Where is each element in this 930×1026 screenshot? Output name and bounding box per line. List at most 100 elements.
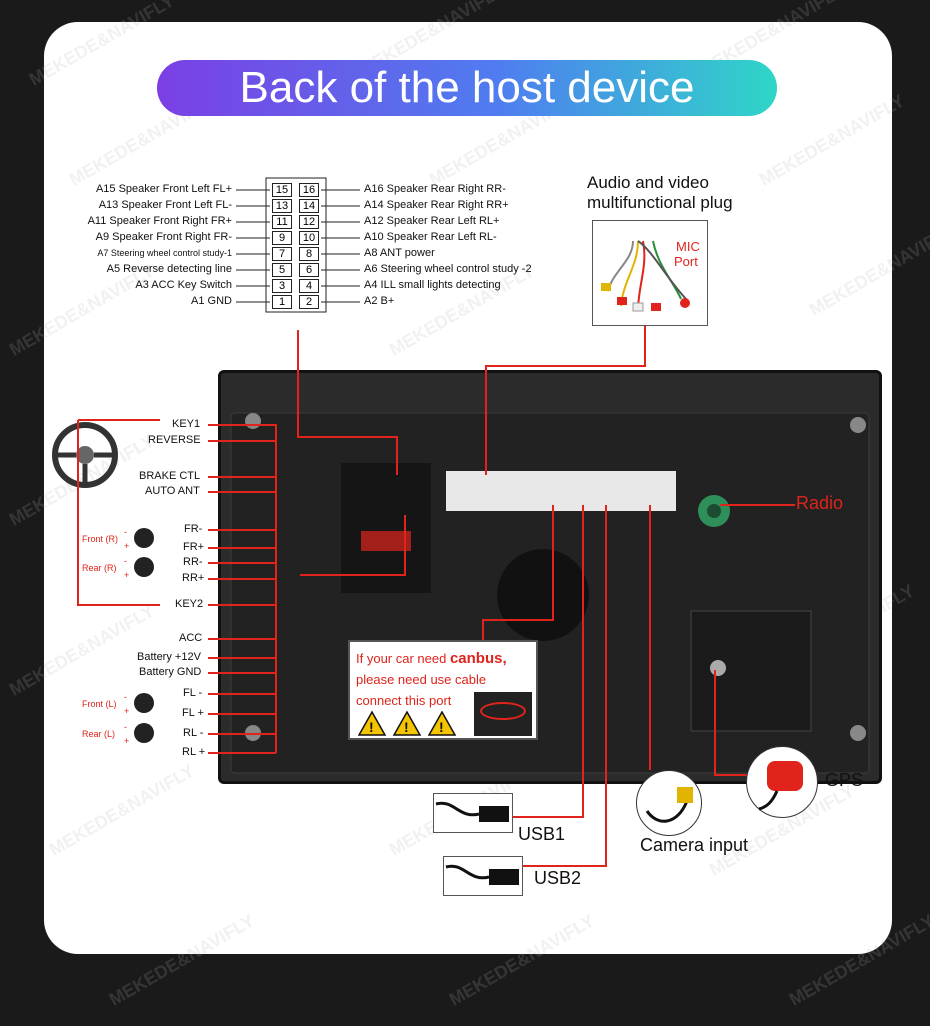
pin-box: 16: [299, 183, 319, 197]
pin-code: A10: [364, 231, 384, 243]
pin-label: ANT power: [379, 247, 435, 259]
harness-right-label: A6 Steering wheel control study -2: [364, 263, 532, 276]
pin-box: 7: [272, 247, 292, 261]
pin-code: A2: [364, 295, 378, 307]
usb1-icon: [435, 801, 509, 822]
pin-label: Speaker Front Left FL-: [121, 199, 232, 211]
wire-label-fr_minus: FR-: [184, 523, 203, 535]
speaker-icon: [134, 557, 154, 577]
pin-label: Speaker Rear Left RL+: [386, 215, 500, 227]
speaker-label-front_l: Front (L): [82, 699, 117, 709]
harness-left-label: A9 Speaker Front Right FR-: [96, 231, 232, 244]
wire-label-fl_minus: FL -: [183, 687, 203, 699]
harness-right-label: A2 B+: [364, 295, 394, 308]
harness-left-label: A7 Steering wheel control study-1: [97, 247, 232, 260]
pin-label: Speaker Front Left FL+: [118, 183, 232, 195]
harness-left-label: A3 ACC Key Switch: [135, 279, 232, 292]
pin-code: A15: [95, 183, 116, 195]
av-cable-icon: [601, 240, 690, 312]
usb2-label: USB2: [534, 868, 582, 888]
pin-label: ILL small lights detecting: [380, 279, 501, 291]
harness-leader-lines: [236, 177, 360, 313]
pin-code: A3: [135, 279, 149, 291]
wire-label-key1: KEY1: [172, 418, 201, 430]
wire-label-reverse: REVERSE: [148, 434, 201, 446]
wire-label-auto_ant: AUTO ANT: [145, 485, 200, 497]
pin-code: A7: [97, 248, 109, 258]
speaker-minus: -: [124, 722, 127, 732]
pin-label: Steering wheel control study -2: [380, 263, 532, 275]
pin-code: A5: [106, 263, 121, 275]
speaker-icon: [134, 723, 154, 743]
canbus-bold: canbus,: [449, 650, 507, 667]
page-title: Back of the host device: [157, 60, 777, 116]
pin-code: A16: [364, 183, 384, 195]
svg-text:!: !: [404, 719, 409, 735]
pin-box: 8: [299, 247, 319, 261]
camera-label: Camera input: [640, 835, 749, 855]
speaker-label-rear_r: Rear (R): [82, 563, 117, 573]
speaker-label-rear_l: Rear (L): [82, 729, 116, 739]
pin-box: 11: [272, 215, 292, 229]
speaker-icon: [134, 693, 154, 713]
harness-left-label: A13 Speaker Front Left FL-: [99, 199, 232, 212]
pin-label: Speaker Rear Right RR-: [386, 183, 506, 195]
wire-label-rr_minus: RR-: [183, 556, 203, 568]
harness-right-label: A12 Speaker Rear Left RL+: [364, 215, 499, 228]
pin-code: A1: [191, 295, 205, 307]
harness-right-label: A4 ILL small lights detecting: [364, 279, 501, 292]
wire-label-battery12: Battery +12V: [137, 651, 201, 663]
wire-label-rl_minus: RL -: [183, 727, 204, 739]
pin-box: 6: [299, 263, 319, 277]
pin-code: A9: [95, 231, 110, 243]
harness-left-label: A5 Reverse detecting line: [107, 263, 232, 276]
pin-label: B+: [380, 295, 395, 307]
pin-box: 12: [299, 215, 319, 229]
pin-code: A13: [98, 199, 119, 211]
pin-label: ACC Key Switch: [151, 279, 232, 291]
harness-left-label: A1 GND: [191, 295, 232, 308]
svg-text:!: !: [439, 719, 444, 735]
camera-image: [636, 770, 702, 836]
gps-antenna-icon: [758, 761, 803, 811]
gps-image: [746, 746, 818, 818]
radio-label: Radio: [796, 493, 844, 513]
usb2-icon: [445, 864, 519, 885]
pin-label: Speaker Rear Left RL-: [386, 231, 497, 243]
harness-left-label: A11 Speaker Front Right FR+: [88, 215, 232, 228]
mic-label-2: Port: [674, 254, 698, 269]
pin-box: 2: [299, 295, 319, 309]
speaker-minus: -: [124, 692, 127, 702]
av-plug-label-1: Audio and video: [587, 173, 709, 192]
wire-label-rr_plus: RR+: [182, 572, 205, 584]
canbus-line2: please need use cable: [356, 672, 487, 687]
wire-label-brake: BRAKE CTL: [139, 470, 201, 482]
pin-code: A8: [364, 247, 378, 259]
mic-label-1: MIC: [676, 239, 700, 254]
wire-label-battery_gnd: Battery GND: [139, 666, 202, 678]
pin-box: 9: [272, 231, 292, 245]
speaker-minus: -: [124, 556, 127, 566]
pin-label: Steering wheel control study-1: [110, 248, 232, 258]
pin-box: 4: [299, 279, 319, 293]
pin-label: Speaker Front Right FR+: [109, 215, 232, 227]
canbus-line3: connect this port: [356, 693, 452, 708]
pin-box: 13: [272, 199, 292, 213]
svg-text:!: !: [369, 719, 374, 735]
canbus-line1: If your car need: [356, 651, 450, 666]
speaker-plus: +: [124, 541, 130, 551]
pin-label: Reverse detecting line: [123, 263, 232, 275]
usb2-image: [443, 856, 523, 896]
harness-right-label: A10 Speaker Rear Left RL-: [364, 231, 497, 244]
speaker-plus: +: [124, 706, 130, 716]
speaker-label-front_r: Front (R): [82, 534, 118, 544]
steering-wheel-icon: [52, 422, 118, 488]
gps-label: GPS: [825, 770, 864, 790]
pin-label: GND: [207, 295, 232, 307]
usb1-image: [433, 793, 513, 833]
pin-box: 1: [272, 295, 292, 309]
wire-label-rl_plus: RL +: [182, 746, 206, 758]
pin-code: A14: [364, 199, 384, 211]
